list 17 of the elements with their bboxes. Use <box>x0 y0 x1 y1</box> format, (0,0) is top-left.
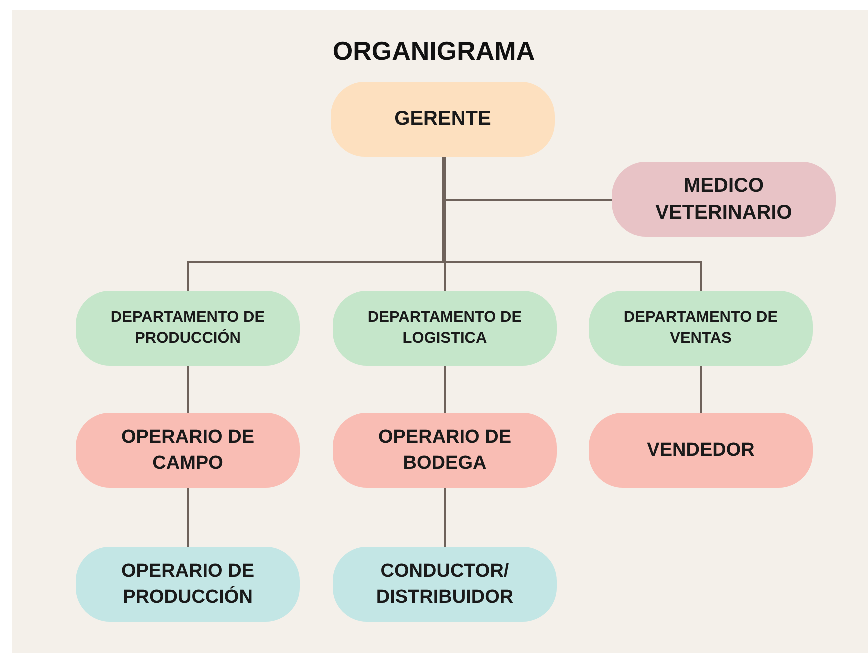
role-box: OPERARIO DE PRODUCCIÓN <box>76 547 300 622</box>
advisor-box: MEDICO VETERINARIO <box>612 162 836 237</box>
department-box: DEPARTAMENTO DE LOGISTICA <box>333 291 557 366</box>
department-box: DEPARTAMENTO DE PRODUCCIÓN <box>76 291 300 366</box>
connector-line <box>187 488 189 547</box>
role-box: CONDUCTOR/ DISTRIBUIDOR <box>333 547 557 622</box>
manager-box: GERENTE <box>331 82 555 157</box>
role-box: OPERARIO DE BODEGA <box>333 413 557 488</box>
department-box: DEPARTAMENTO DE VENTAS <box>589 291 813 366</box>
connector-line <box>444 157 446 291</box>
connector-line <box>700 366 702 413</box>
connector-line <box>187 366 189 413</box>
connector-line <box>444 366 446 413</box>
chart-title: ORGANIGRAMA <box>332 36 536 67</box>
role-box: OPERARIO DE CAMPO <box>76 413 300 488</box>
connector-line <box>444 488 446 547</box>
role-box: VENDEDOR <box>589 413 813 488</box>
